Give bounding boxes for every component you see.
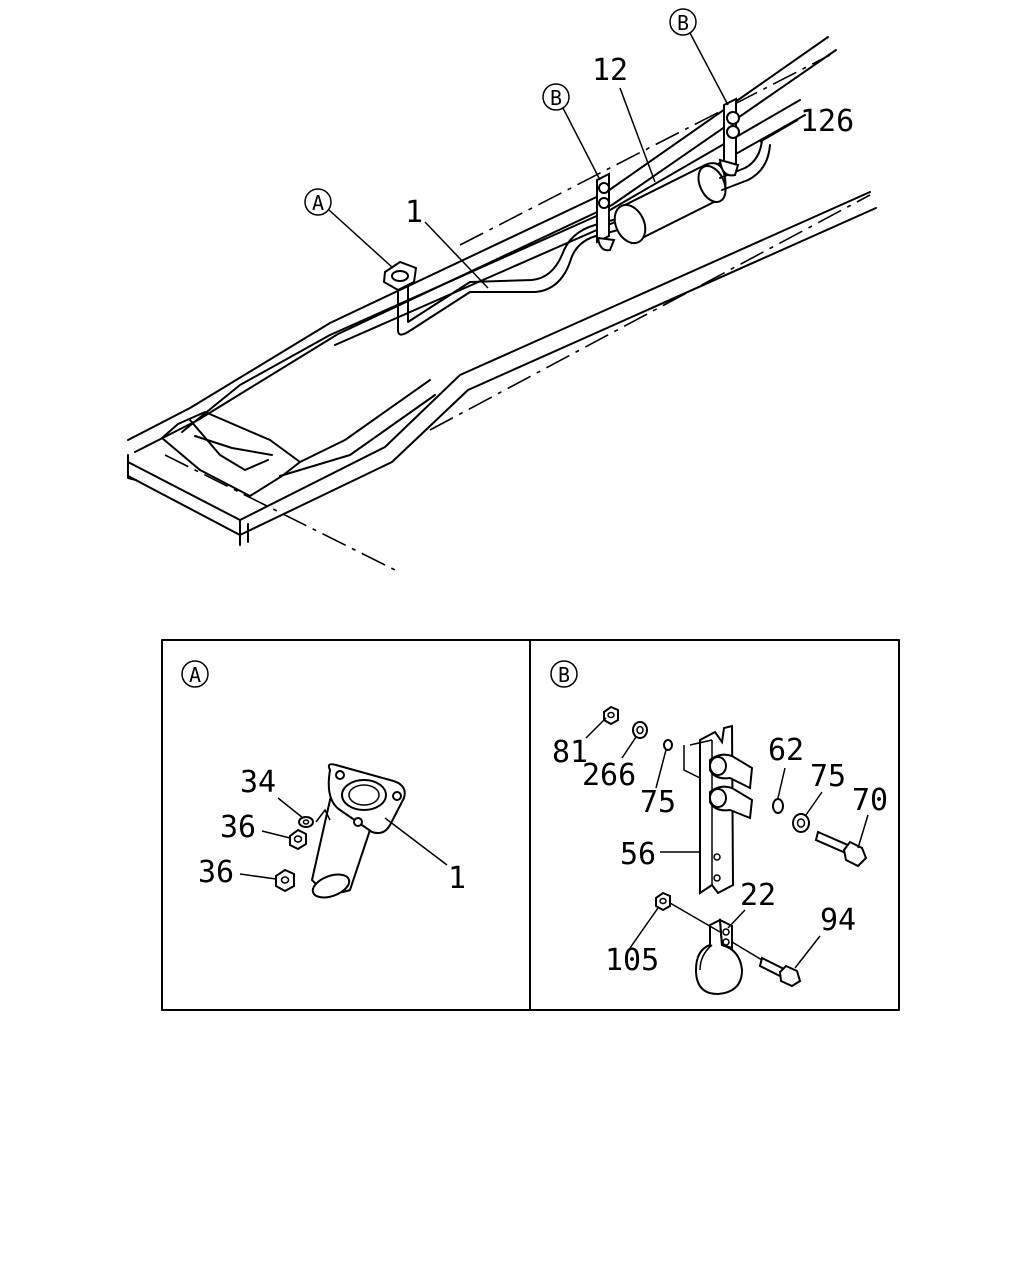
callout-b-front-top: B [542, 83, 601, 181]
callout-a-detail [181, 660, 209, 688]
nut-36-upper [289, 828, 307, 851]
washer-62 [772, 798, 784, 814]
clamp-22 [694, 918, 744, 996]
callout-b-front-label: B [550, 86, 562, 110]
label-part-75-left: 75 [640, 785, 676, 820]
label-part-75-right: 75 [810, 759, 846, 794]
label-part-62: 62 [768, 733, 804, 768]
detail-panel [161, 639, 900, 1011]
label-part-34: 34 [240, 765, 276, 800]
rubber-mounts [709, 753, 754, 820]
label-part-94: 94 [820, 903, 856, 938]
callout-b-detail-label: B [558, 663, 570, 687]
washer-75-right [792, 813, 810, 833]
washer-34 [298, 816, 314, 828]
label-part-70: 70 [852, 783, 888, 818]
callout-b-rear-top: B [669, 8, 729, 106]
detail-a: A 34 36 36 1 [181, 660, 466, 899]
flange-opening [391, 270, 409, 282]
hanger-b-rear [718, 97, 740, 177]
callout-a-top: A [304, 188, 394, 269]
label-part-81: 81 [552, 735, 588, 770]
label-part-1-detail: 1 [448, 861, 466, 896]
hanger-b-front [596, 172, 616, 252]
label-part-36-upper: 36 [220, 810, 256, 845]
pipe-with-flange [310, 763, 406, 899]
label-part-22: 22 [740, 878, 776, 913]
label-part-266: 266 [582, 758, 636, 793]
label-part-36-lower: 36 [198, 855, 234, 890]
label-part-12: 12 [592, 53, 628, 88]
bolt-94 [758, 956, 802, 988]
label-part-126: 126 [800, 104, 854, 139]
label-part-1-top: 1 [405, 195, 423, 230]
spacer-266 [632, 721, 648, 739]
nut-81 [603, 705, 619, 726]
callout-a-top-label: A [312, 191, 324, 215]
callout-b-detail [550, 660, 578, 688]
nut-105 [655, 891, 671, 912]
bolt-70 [814, 830, 868, 868]
muffler [613, 139, 771, 245]
chassis-frame [127, 36, 877, 571]
detail-b: B [550, 660, 888, 996]
callout-b-rear-label: B [677, 11, 689, 35]
label-part-56: 56 [620, 837, 656, 872]
callout-a-detail-label: A [189, 663, 201, 687]
nut-36-lower [275, 868, 295, 893]
exhaust-pipe [382, 217, 626, 336]
label-part-105: 105 [605, 943, 659, 978]
washer-75-left [663, 739, 673, 751]
